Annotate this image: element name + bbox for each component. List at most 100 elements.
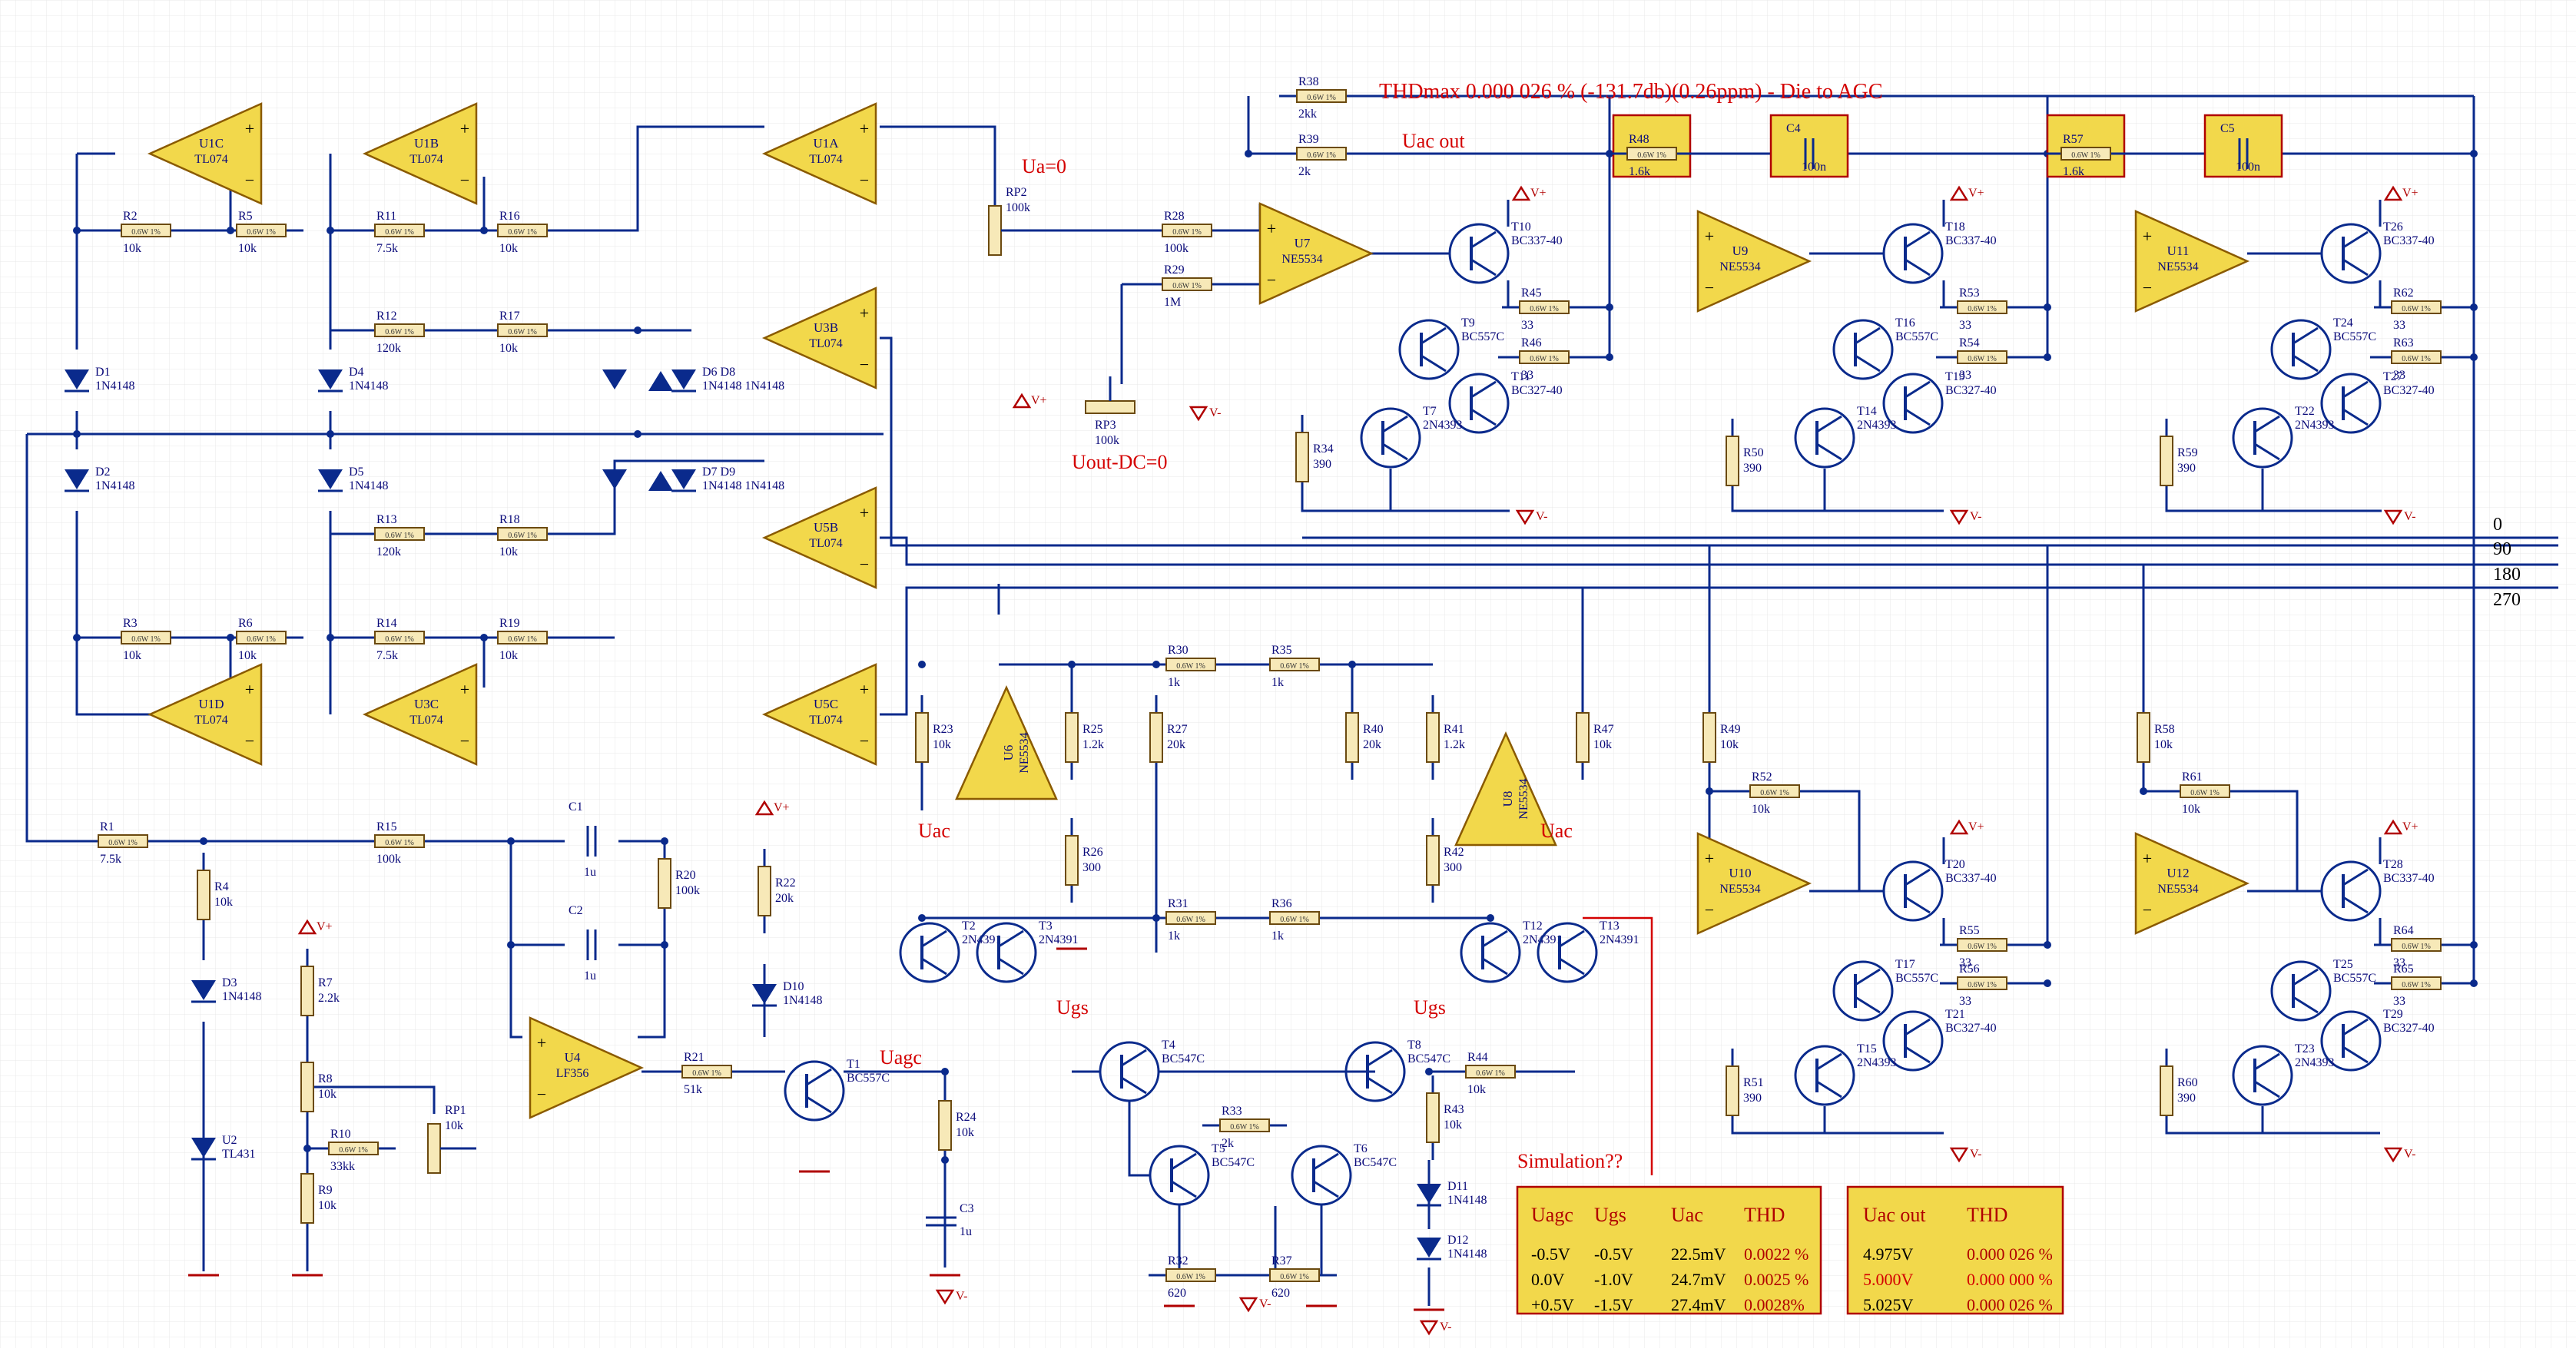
transistor-body (1398, 319, 1460, 380)
plus-mark: + (245, 680, 254, 699)
transistor-body (976, 922, 1037, 983)
diode-triangle (65, 469, 89, 489)
minus-mark: − (860, 555, 869, 574)
resistor-body (1519, 300, 1570, 314)
opamp-name: U3C (414, 697, 439, 711)
resistor-body (1957, 976, 2007, 990)
resistor-value: 33 (1959, 995, 1971, 1008)
transistor-name: T28 (2383, 858, 2403, 871)
resistor-tag: 0.6W 1% (385, 532, 414, 540)
transistor-name: T1 (847, 1058, 860, 1071)
transistor-body (784, 1060, 845, 1122)
resistor-value: 51k (684, 1083, 702, 1096)
resistor-body (236, 631, 287, 645)
ugs-left-label: Ugs (1056, 996, 1089, 1019)
transistor-emitter (1482, 957, 1508, 976)
resistor-tag: 0.6W 1% (2402, 355, 2431, 363)
diode-triangle (671, 369, 696, 389)
transistor-body (2232, 1045, 2293, 1106)
transistor-body (1882, 860, 1944, 922)
transistor-collector (1367, 1049, 1393, 1067)
vminus-arrow (1238, 1297, 1258, 1313)
transistor-part: 2N4391 (1600, 933, 1639, 946)
vminus-label: V- (956, 1290, 967, 1303)
table-cell: 5.025V (1863, 1295, 1914, 1314)
table-header: Ugs (1594, 1204, 1626, 1226)
junction-dot (1606, 303, 1613, 311)
wire (880, 586, 2558, 716)
resistor-body (1726, 1065, 1739, 1116)
resistor-body (1295, 432, 1309, 482)
resistor-body (1165, 658, 1216, 671)
transistor-emitter (1470, 408, 1497, 426)
opamp-name: U7 (1295, 236, 1311, 250)
vminus-arrow (2383, 1147, 2403, 1163)
transistor-part: BC557C (847, 1072, 890, 1085)
transistor-name: T25 (2333, 958, 2353, 971)
table-header: Uac out (1863, 1204, 1926, 1226)
opamp-part: TL074 (809, 153, 843, 166)
transistor-name: T2 (962, 920, 976, 933)
vplus-arrow (297, 919, 317, 935)
minus-mark: − (860, 171, 869, 190)
resistor-tag: 0.6W 1% (1968, 981, 1997, 989)
junction-dot (918, 914, 926, 922)
junction-dot (2044, 353, 2051, 361)
opamp-name: U1B (414, 136, 439, 151)
transistor-emitter (1121, 1076, 1147, 1095)
resistor-body (374, 224, 425, 237)
vplus-arrow (754, 800, 774, 816)
resistor-value: 120k (376, 342, 401, 355)
junction-dot (2470, 353, 2478, 361)
resistor-name: R33 (1222, 1105, 1242, 1118)
resistor-body (1269, 911, 1320, 925)
diode-triangle (602, 369, 627, 389)
transistor-name: T11 (1511, 370, 1530, 383)
table-cell: -1.5V (1594, 1295, 1633, 1314)
junction-dot (918, 661, 926, 668)
resistor-value: 33 (1959, 319, 1971, 332)
transistor-body (1832, 319, 1894, 380)
transistor-part: BC547C (1162, 1052, 1205, 1065)
transistor-collector (1905, 230, 1931, 249)
pot-name: RP3 (1095, 419, 1116, 432)
plus-mark: + (1267, 219, 1276, 238)
plus-mark: + (860, 119, 869, 138)
resistor-name: R30 (1168, 644, 1189, 657)
transistor-part: BC557C (1895, 330, 1938, 343)
transistor-collector (921, 930, 947, 948)
junction-dot (73, 227, 81, 234)
resistor-name: R22 (775, 876, 796, 890)
transistor-part: 2N4393 (1857, 419, 1897, 432)
resistor-body (1749, 784, 1800, 798)
junction-dot (1068, 661, 1076, 668)
transistor-body (1149, 1145, 1210, 1206)
resistor-name: R44 (1467, 1051, 1488, 1064)
resistor-value: 1k (1168, 930, 1180, 943)
resistor-value: 390 (1313, 458, 1331, 471)
minus-mark: − (537, 1085, 546, 1104)
resistor-body (497, 323, 548, 337)
opamp-body (2134, 210, 2250, 313)
junction-dot (327, 634, 334, 641)
vminus-arrow (2383, 509, 2403, 525)
resistor-body (197, 870, 211, 920)
resistor-value: 620 (1168, 1287, 1186, 1300)
junction-dot (1706, 787, 1713, 795)
resistor-value: 20k (1363, 738, 1381, 751)
